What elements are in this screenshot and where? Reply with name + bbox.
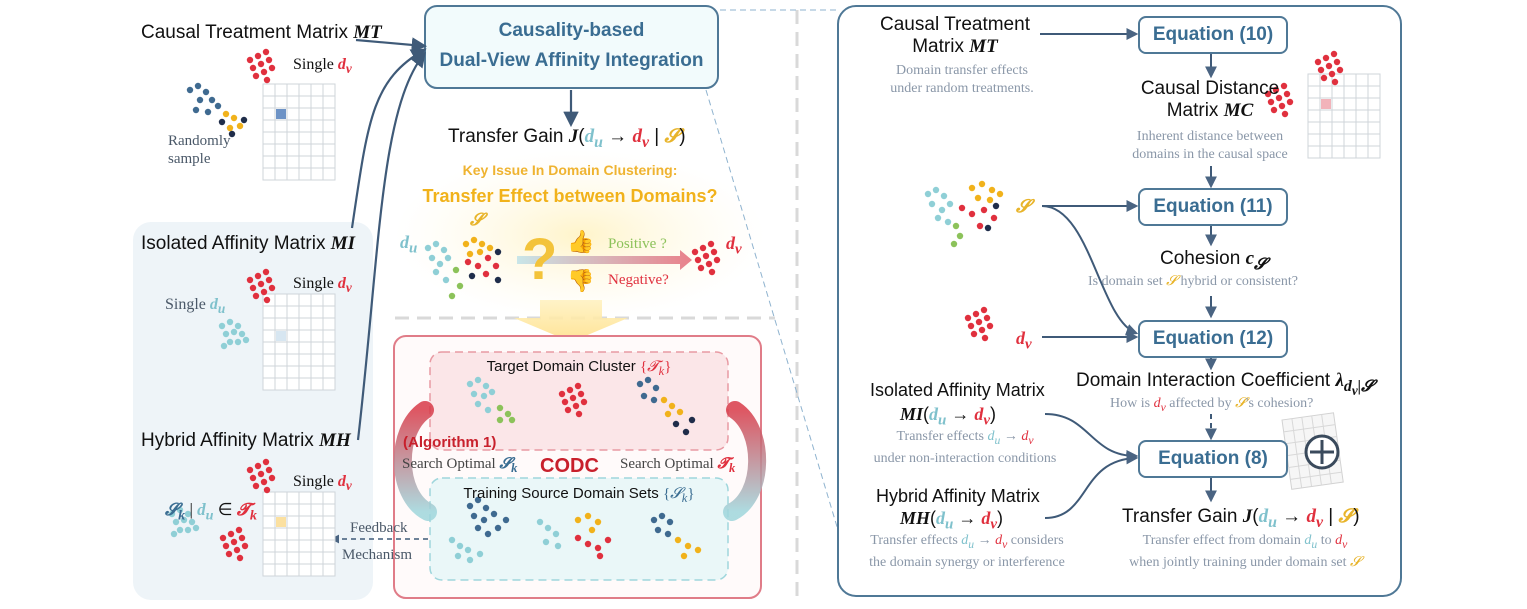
training-sets-box [429,477,729,581]
right-mi-title: Isolated Affinity Matrix [870,380,1045,400]
cohesion-label: Cohesion c𝓢 [1160,248,1267,273]
teal-cluster-mh [168,506,200,538]
search-sk-label: Search Optimal 𝓢k [402,456,518,475]
thumbs-up-icon: 👍 [567,229,595,254]
red-cluster-right-dv [964,306,994,342]
training-sets-title: Training Source Domain Sets {𝓢k} [463,485,695,505]
navy-cluster-mt [186,82,222,116]
left-single-dv-1: Single dv [293,56,352,77]
left-mi-title: Isolated Affinity Matrix MI [141,233,356,254]
left-sk-condition: 𝓢k | du ∈ 𝓣k [165,500,257,524]
dark-cluster-mt [218,116,248,138]
target-cluster-title: Target Domain Cluster {𝓣k} [486,358,672,378]
red-cluster-right-mc [1264,82,1294,118]
equation-10-box: Equation (10) [1138,16,1288,54]
mid-s-label: 𝓢 [470,210,484,229]
key-effect: Transfer Effect between Domains? [422,186,718,206]
negative-label: Negative? [608,272,669,288]
teal-train-1 [448,536,484,564]
red-cluster-target [558,382,588,418]
red-mix-mid [464,254,500,278]
red-cluster-left-2 [246,268,276,304]
left-single-dv-2: Single dv [293,275,352,296]
navy-target [636,376,660,404]
positive-label: Positive ? [608,236,667,252]
navy-train-1 [466,496,510,538]
grid-mh [262,491,336,577]
teal-train-2 [536,518,562,550]
dic-question: How is dv affected by 𝓢's cohesion? [1110,396,1314,414]
gold-train-3 [674,536,702,560]
left-single-dv-3: Single dv [293,473,352,494]
gold-cluster-right [968,180,1004,204]
red-cluster-right-top [1314,50,1344,86]
left-randomly-sample: Randomly sample [168,133,231,167]
algorithm-label: (Algorithm 1) [403,434,497,451]
search-tk-label: Search Optimal 𝓣k [620,456,736,475]
red-cluster-left-1 [246,48,276,84]
integration-title-1: Causality-based [498,20,645,41]
green-cluster-mid [448,266,464,300]
gold-cluster-mt [222,110,244,132]
right-s-label: 𝓢 [1016,196,1030,216]
equation-12-box: Equation (12) [1138,320,1288,358]
question-mark-icon: ? [522,227,558,292]
dark-cluster-right [984,202,1000,232]
thumbs-down-icon: 👎 [567,268,595,293]
teal-cluster-right [924,186,954,226]
teal-cluster-mid [424,240,452,284]
integration-title-2: Dual-View Affinity Integration [439,50,704,71]
right-dv-label: dv [1016,328,1032,353]
equation-11-box: Equation (11) [1138,188,1288,226]
red-train-2 [574,534,612,560]
teal-cluster-mi [218,318,250,350]
green-cluster-right [950,222,964,248]
left-mt-title: Causal Treatment Matrix MT [141,22,382,43]
integration-box [424,5,719,89]
red-cluster-left-4 [219,526,249,562]
mid-dv-label: dv [726,233,742,258]
right-mh-formula: MH(du → dv) [900,508,1004,533]
mechanism-label: Mechanism [342,547,412,563]
key-issue: Key Issue In Domain Clustering: [462,162,678,178]
green-target [496,404,516,424]
feedback-label: Feedback [350,520,408,536]
mid-du-label: du [400,232,418,257]
dark-target [672,416,696,436]
grid-mt [262,83,336,181]
codc-label: CODC [540,455,599,477]
right-mh-title: Hybrid Affinity Matrix [876,486,1040,506]
grid-mi [262,293,336,391]
middle-transfer-gain: Transfer Gain J(du → dv | 𝓢) [448,126,686,151]
teal-target [466,376,496,414]
grid-mc [1307,73,1381,159]
dark-cluster-mid [468,248,502,284]
navy-train-3 [650,512,674,538]
red-cluster-left-3 [246,458,276,494]
right-transfer-gain: Transfer Gain J(du → dv | 𝓢) [1122,506,1360,531]
cohesion-question: Is domain set 𝓢 hybrid or consistent? [1088,274,1298,289]
left-single-du: Single du [165,296,226,317]
gold-train-2 [574,512,602,534]
red-mix-right [958,204,998,230]
target-cluster-box [429,351,729,451]
gold-target [660,396,684,418]
red-cluster-mid [691,240,721,276]
equation-8-box: Equation (8) [1138,440,1288,478]
right-mi-formula: MI(du → dv) [900,404,997,429]
left-mh-title: Hybrid Affinity Matrix MH [141,430,351,451]
dic-label: Domain Interaction Coefficient λdv|𝓢 [1076,370,1374,398]
gold-cluster-mid [462,236,494,258]
